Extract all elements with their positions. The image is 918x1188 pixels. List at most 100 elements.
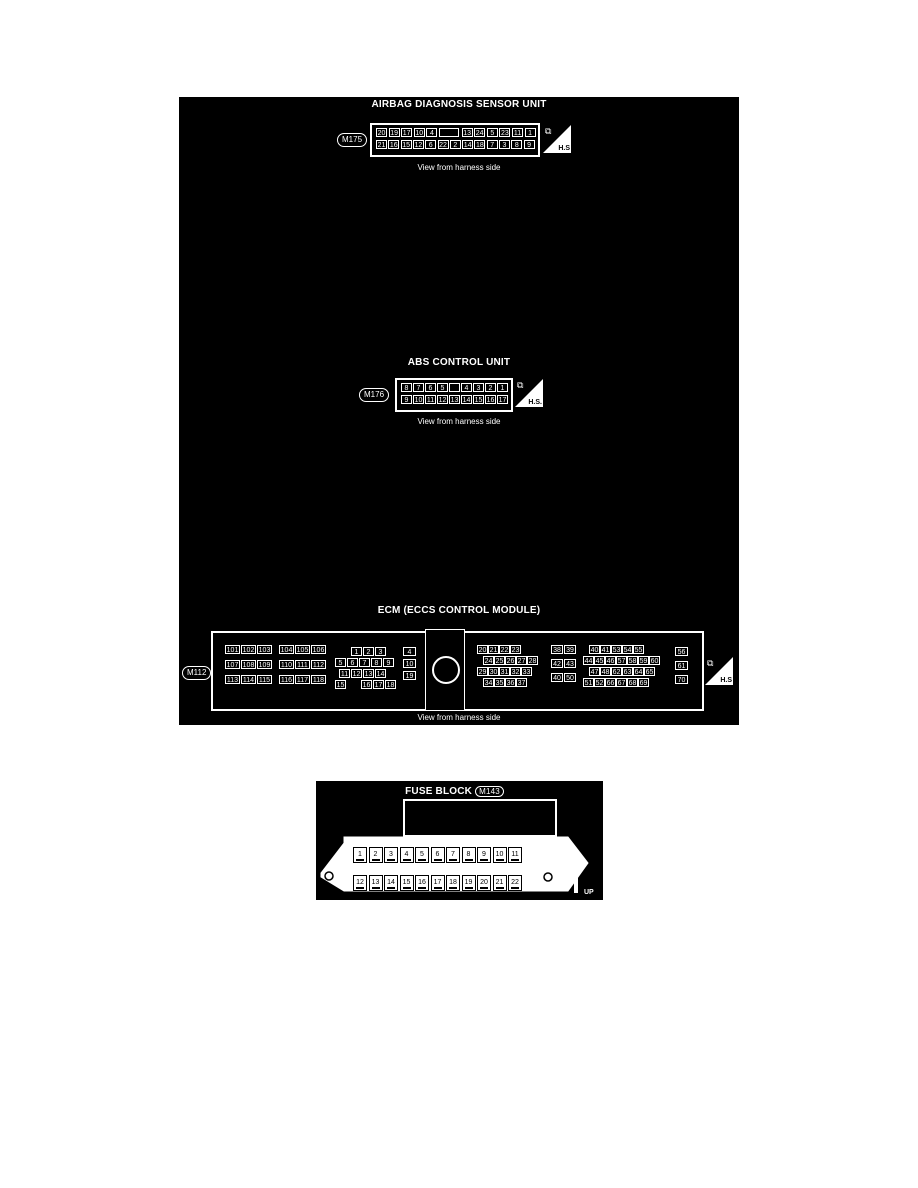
ecm-pin: 109 xyxy=(257,660,272,669)
airbag-pin: 11 xyxy=(512,128,523,137)
airbag-pin: 5 xyxy=(486,128,498,137)
abs-pin: 5 xyxy=(437,383,448,392)
fuse-slot: 14 xyxy=(384,875,398,891)
fuse-slot: 12 xyxy=(353,875,367,891)
ecm-pin: 5 xyxy=(335,658,346,667)
ecm-center-lock xyxy=(425,629,465,711)
harness-icon: ⧉ xyxy=(517,380,524,390)
ecm-pin: 32 xyxy=(510,667,521,676)
airbag-pin: 15 xyxy=(400,140,412,149)
airbag-caption: View from harness side xyxy=(417,163,501,172)
ecm-title: ECM (ECCS CONTROL MODULE) xyxy=(377,605,541,616)
ecm-pin: 35 xyxy=(494,678,505,687)
abs-pin: 14 xyxy=(461,395,472,404)
airbag-pin: 21 xyxy=(376,140,387,149)
airbag-empty-cavity xyxy=(439,128,459,137)
airbag-pin: 8 xyxy=(511,140,523,149)
ecm-pin: 6 xyxy=(347,658,358,667)
ecm-pin: 17 xyxy=(373,680,384,689)
ecm-pin: 116 xyxy=(279,675,294,684)
ecm-pin: 22 xyxy=(499,645,510,654)
ecm-pin: 45 xyxy=(594,656,605,665)
fuse-slot: 15 xyxy=(399,875,414,891)
airbag-pin: 3 xyxy=(499,140,510,149)
airbag-pin: 1 xyxy=(524,128,536,137)
fuse-slot: 20 xyxy=(477,875,491,891)
ecm-pin: 102 xyxy=(241,645,256,654)
ecm-pin: 62 xyxy=(611,667,622,676)
airbag-pin: 24 xyxy=(474,128,486,137)
airbag-pin: 14 xyxy=(462,140,474,149)
ecm-pin: 25 xyxy=(494,656,505,665)
abs-pin: 8 xyxy=(401,383,412,392)
ecm-pin: 42 xyxy=(551,659,563,668)
ecm-pin: 117 xyxy=(295,675,310,684)
abs-pin: 10 xyxy=(413,395,424,404)
ecm-pin: 103 xyxy=(257,645,272,654)
ecm-pin: 46 xyxy=(605,656,616,665)
ecm-pin: 44 xyxy=(583,656,594,665)
airbag-title: AIRBAG DIAGNOSIS SENSOR UNIT xyxy=(371,99,547,110)
ecm-pin: 47 xyxy=(589,667,600,676)
abs-pin: 4 xyxy=(461,383,472,392)
ecm-pin: 69 xyxy=(638,678,649,687)
ecm-pin: 36 xyxy=(505,678,516,687)
ecm-pin: 14 xyxy=(375,669,386,678)
fuse-slot: 8 xyxy=(461,847,476,863)
ecm-pin: 30 xyxy=(488,667,499,676)
abs-pin: 16 xyxy=(485,395,496,404)
ecm-pin: 63 xyxy=(622,667,633,676)
ecm-pin: 40 xyxy=(589,645,600,654)
fuse-slot: 6 xyxy=(430,847,445,863)
fuse-slot: 22 xyxy=(508,875,522,891)
harness-side-badge: ⧉ H.S xyxy=(543,125,571,153)
abs-pin: 6 xyxy=(425,383,436,392)
airbag-pin: 2 xyxy=(449,140,461,149)
airbag-pin: 17 xyxy=(401,128,413,137)
ecm-pin: 1 xyxy=(351,647,362,656)
ecm-pin: 7 xyxy=(359,658,370,667)
ecm-pin: 8 xyxy=(371,658,382,667)
airbag-pin: 13 xyxy=(461,128,473,137)
fuse-slot: 9 xyxy=(477,847,491,863)
abs-pin: 12 xyxy=(437,395,448,404)
ecm-pin: 29 xyxy=(477,667,488,676)
ecm-pin: 21 xyxy=(488,645,499,654)
fuse-slot: 7 xyxy=(446,847,460,863)
ecm-pin: 18 xyxy=(385,680,396,689)
ecm-pin: 61 xyxy=(675,661,688,670)
abs-pin: 17 xyxy=(497,395,508,404)
harness-icon: ⧉ xyxy=(545,126,552,136)
ecm-pin: 65 xyxy=(644,667,655,676)
ecm-pin: 11 xyxy=(339,669,350,678)
ecm-pin: 16 xyxy=(361,680,372,689)
ecm-pin: 3 xyxy=(375,647,386,656)
ecm-pin: 59 xyxy=(638,656,649,665)
harness-side-badge: ⧉ H.S. xyxy=(515,379,543,407)
fuse-slot: 5 xyxy=(415,847,429,863)
ecm-pin: 60 xyxy=(649,656,660,665)
ecm-pin: 108 xyxy=(241,660,256,669)
fuse-slot: 2 xyxy=(368,847,383,863)
ecm-pin: 54 xyxy=(622,645,633,654)
airbag-pin: 12 xyxy=(412,140,424,149)
ecm-pin: 13 xyxy=(363,669,374,678)
ecm-pin: 40 xyxy=(551,673,563,682)
ecm-pin: 43 xyxy=(564,659,576,668)
up-label: UP xyxy=(584,889,594,896)
fuse-slot: 13 xyxy=(368,875,383,891)
ecm-pin: 68 xyxy=(627,678,638,687)
airbag-pin: 20 xyxy=(376,128,387,137)
airbag-pin: 23 xyxy=(499,128,511,137)
ecm-pin: 33 xyxy=(521,667,532,676)
ecm-pin: 113 xyxy=(225,675,240,684)
ecm-pin: 41 xyxy=(600,645,611,654)
ecm-pin: 115 xyxy=(257,675,272,684)
fuse-block-title: FUSE BLOCK M143 xyxy=(306,786,603,797)
fuse-slot: 16 xyxy=(415,875,429,891)
ecm-pin: 27 xyxy=(516,656,527,665)
airbag-pin: 4 xyxy=(426,128,438,137)
airbag-pin: 9 xyxy=(523,140,535,149)
harness-icon: ⧉ xyxy=(707,658,714,668)
